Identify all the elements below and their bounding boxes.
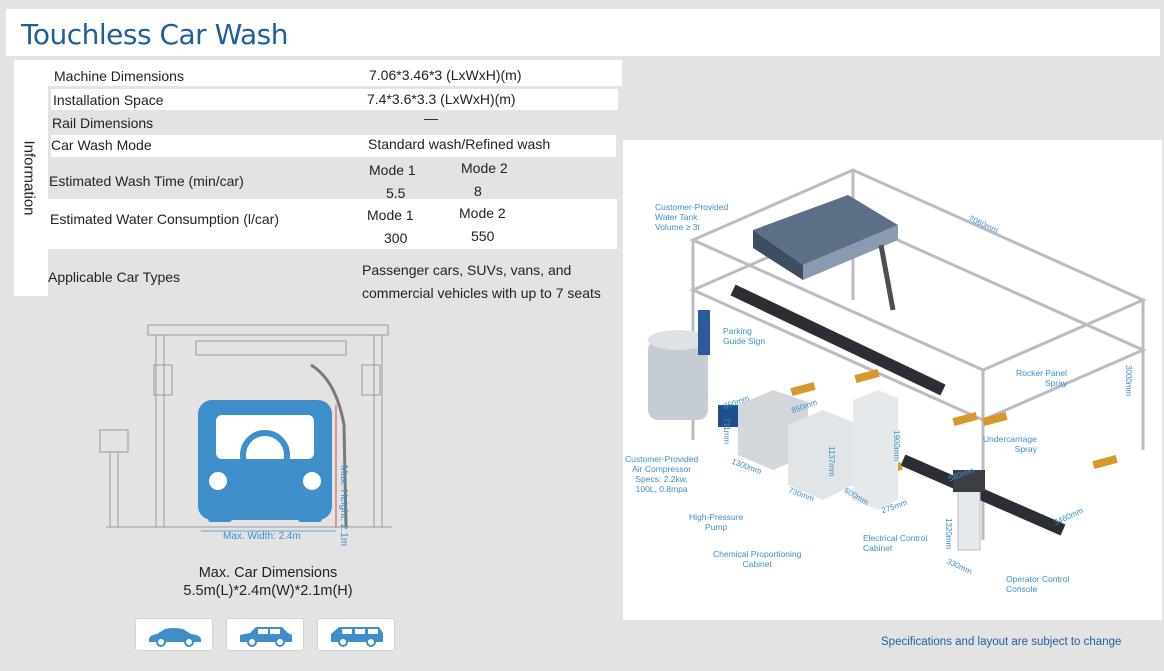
van-icon — [331, 627, 383, 647]
layout-diagram: Customer-Provided Water Tank Volume ≥ 3t… — [623, 140, 1162, 620]
callout-hp-pump: High-Pressure Pump — [689, 512, 744, 532]
spec-band-machine — [44, 60, 622, 86]
max-width-label: Max. Width: 2.4m — [223, 531, 301, 542]
installation-space-value: 7.4*3.6*3.3 (LxWxH)(m) — [367, 91, 516, 107]
wash-time-mode2-value: 8 — [474, 183, 482, 199]
callout-undercarriage-spray: Undercarriage Spray — [983, 434, 1037, 454]
cabinets-drawing — [738, 390, 898, 510]
spec-band-wash-mode — [51, 135, 616, 157]
information-tab: Information — [14, 60, 44, 296]
spec-band-left-strip — [44, 60, 48, 296]
installation-space-label: Installation Space — [53, 92, 164, 108]
page-title: Touchless Car Wash — [21, 18, 288, 51]
wash-time-mode1-value: 5.5 — [386, 185, 406, 201]
layout-diagram-drawing — [648, 168, 1147, 551]
rail-dimensions-value: — — [424, 110, 438, 126]
car-wash-mode-label: Car Wash Mode — [51, 137, 152, 153]
car-wash-mode-value: Standard wash/Refined wash — [368, 136, 551, 152]
max-car-value: 5.5m(L)*2.4m(W)*2.1m(H) — [183, 583, 353, 599]
van-button[interactable] — [317, 618, 395, 651]
callout-rocker-spray: Rocker Panel Spray — [1016, 368, 1068, 388]
water-mode2-label: Mode 2 — [459, 205, 506, 221]
callout-air-compressor: Customer-Provided Air Compressor Specs: … — [625, 454, 699, 494]
callout-water-tank: Customer-Provided Water Tank Volume ≥ 3t — [655, 202, 729, 232]
water-mode2-value: 550 — [471, 228, 495, 244]
title-bar: Touchless Car Wash — [6, 9, 1160, 56]
wash-time-label: Estimated Wash Time (min/car) — [49, 173, 244, 189]
suv-icon — [240, 627, 292, 647]
sedan-icon — [149, 628, 201, 647]
dim-711: 711mm — [722, 418, 731, 445]
car-types-value-line1: Passenger cars, SUVs, vans, and — [362, 262, 572, 278]
footer-note: Specifications and layout are subject to… — [881, 636, 1122, 648]
car-types-label: Applicable Car Types — [48, 269, 181, 285]
water-tank-drawing — [648, 330, 708, 420]
wash-time-mode1-label: Mode 1 — [369, 162, 416, 178]
water-mode1-label: Mode 1 — [367, 207, 414, 223]
rail-dimensions-label: Rail Dimensions — [52, 115, 154, 131]
suv-button[interactable] — [226, 618, 304, 651]
spec-band-installation — [51, 89, 618, 110]
max-car-title: Max. Car Dimensions — [198, 565, 338, 581]
callout-operator-console: Operator Control Console — [1006, 574, 1070, 594]
water-consumption-label: Estimated Water Consumption (l/car) — [50, 211, 279, 227]
dim-1900: 1900mm — [892, 430, 901, 462]
machine-dimensions-value: 7.06*3.46*3 (LxWxH)(m) — [369, 67, 522, 83]
front-view-drawing — [99, 324, 392, 532]
dim-3000: 3000mm — [1124, 365, 1133, 397]
callout-chemical-cabinet: Chemical Proportioning Cabinet — [713, 549, 802, 569]
callout-parking-sign: Parking Guide Sign — [723, 326, 766, 346]
callout-electrical-cabinet: Electrical Control Cabinet — [863, 533, 928, 553]
car-types-value-line2: commercial vehicles with up to 7 seats — [362, 285, 601, 301]
dim-1137: 1137mm — [827, 446, 836, 477]
max-height-label: Max. Height: 2.1m — [338, 465, 349, 547]
sedan-button[interactable] — [135, 618, 213, 651]
water-mode1-value: 300 — [384, 230, 408, 246]
wash-time-mode2-label: Mode 2 — [461, 160, 508, 176]
car-front-icon — [198, 400, 332, 522]
information-tab-label: Information — [20, 140, 38, 216]
machine-dimensions-label: Machine Dimensions — [54, 68, 184, 84]
dim-1320: 1320mm — [944, 518, 953, 550]
spec-band-water — [44, 199, 617, 249]
